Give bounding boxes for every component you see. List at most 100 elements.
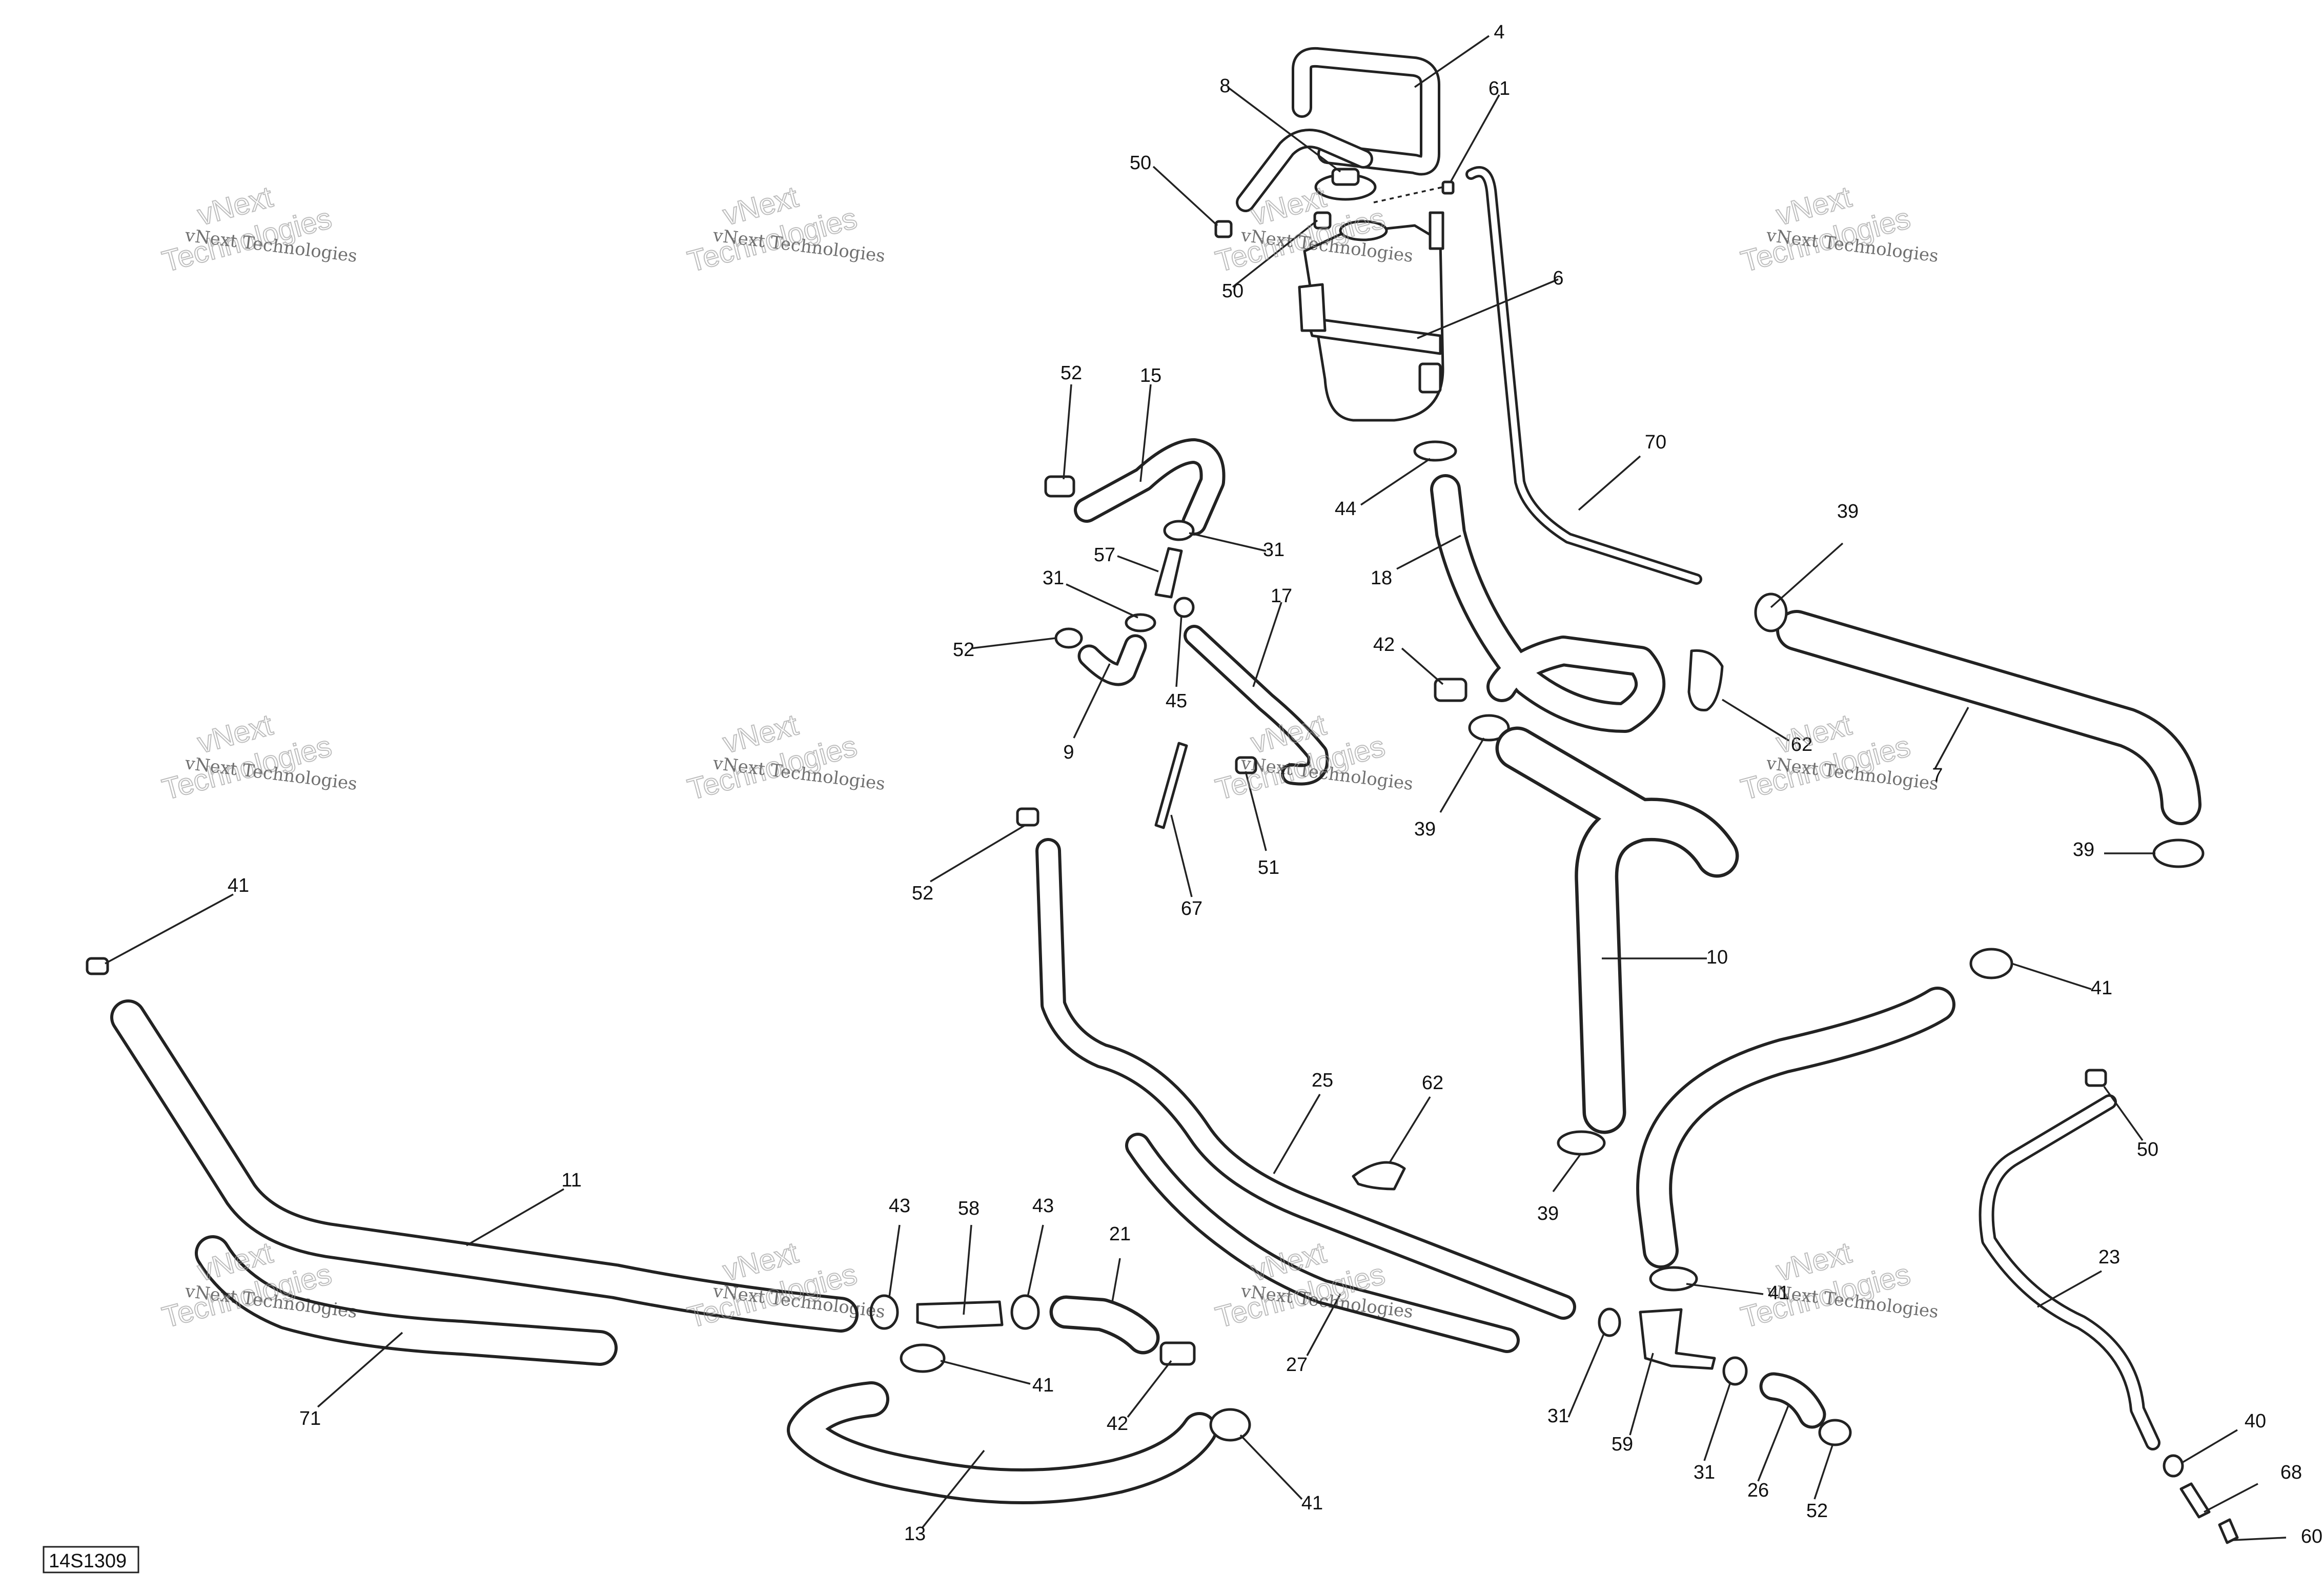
- callout-40: 40: [2245, 1410, 2266, 1432]
- part-clamp-62b: [1352, 1161, 1406, 1191]
- callout-39: 39: [1414, 819, 1436, 840]
- part-connector-60: [2218, 1518, 2239, 1544]
- callout-18: 18: [1371, 567, 1392, 589]
- leader-lines: [105, 35, 2287, 1541]
- part-hose-18: [1430, 474, 1666, 733]
- part-clamp-62a: [1687, 649, 1724, 712]
- part-clamp-43a: [869, 1294, 899, 1330]
- part-clamp-39c: [1557, 1130, 1606, 1156]
- callout-23: 23: [2098, 1246, 2120, 1268]
- part-elbow-21: [1049, 1295, 1160, 1355]
- callout-39: 39: [1537, 1203, 1559, 1224]
- callout-21: 21: [1109, 1223, 1131, 1245]
- callout-50: 50: [1130, 152, 1151, 174]
- part-pipe-10: [1495, 726, 1739, 1134]
- callout-26: 26: [1747, 1480, 1769, 1501]
- callout-8: 8: [1219, 75, 1230, 97]
- callout-61: 61: [1489, 78, 1510, 99]
- part-hose-15: [1074, 438, 1226, 536]
- callout-labels: 4 8 61 50 50 6 52 15 31 57 31 17 52 45 9…: [228, 22, 2322, 1547]
- part-clamp-44: [1413, 440, 1457, 462]
- callout-43: 43: [1032, 1195, 1054, 1217]
- callout-31: 31: [1547, 1405, 1569, 1427]
- watermark-6: vNext Technologies: [684, 707, 861, 807]
- part-hose-27: [1125, 1133, 1520, 1353]
- callout-9: 9: [1063, 742, 1074, 763]
- part-hose-11: [110, 999, 859, 1333]
- part-hose-17: [1184, 625, 1329, 786]
- callout-27: 27: [1286, 1354, 1308, 1376]
- callout-31: 31: [1263, 539, 1285, 561]
- callout-70: 70: [1645, 432, 1666, 453]
- part-clamp-41e: [1209, 1408, 1251, 1442]
- part-clamp-52b: [1054, 627, 1083, 649]
- part-clamp-52d: [1818, 1419, 1852, 1446]
- callout-52: 52: [912, 883, 933, 904]
- part-pressure-cap: [1314, 168, 1377, 201]
- part-tee-59: [1639, 1308, 1716, 1370]
- diagram-ref-code: 14S1309: [49, 1550, 127, 1572]
- callout-41: 41: [1768, 1282, 1789, 1304]
- callout-39: 39: [2073, 839, 2094, 861]
- callout-62: 62: [1791, 734, 1812, 755]
- callout-71: 71: [299, 1408, 321, 1429]
- diagram-ref-box: 14S1309: [43, 1546, 139, 1573]
- part-hose-7: [1776, 610, 2201, 825]
- watermark-2: vNext Technologies: [684, 179, 861, 279]
- watermark-1: vNext Technologies: [158, 179, 336, 279]
- part-clamp-31c: [1598, 1307, 1621, 1337]
- callout-52: 52: [1061, 362, 1082, 384]
- part-clamp-52a: [1044, 475, 1075, 498]
- part-clamp-41d: [900, 1343, 946, 1373]
- part-hose-curved-right: [1636, 987, 1955, 1269]
- callout-42: 42: [1373, 634, 1395, 656]
- part-clamp-42b: [1159, 1341, 1196, 1366]
- callout-10: 10: [1706, 947, 1728, 968]
- part-fitting-61: [1441, 180, 1455, 195]
- callout-68: 68: [2280, 1462, 2302, 1483]
- watermark-8: vNext Technologies: [1737, 707, 1914, 807]
- part-clamp-43b: [1010, 1294, 1040, 1330]
- part-clamp-39b: [1754, 592, 1788, 632]
- part-hose-71: [195, 1235, 618, 1366]
- callout-44: 44: [1335, 498, 1356, 520]
- callout-7: 7: [1932, 765, 1943, 786]
- callout-51: 51: [1258, 857, 1279, 878]
- callout-62: 62: [1422, 1072, 1443, 1094]
- callout-25: 25: [1312, 1070, 1333, 1091]
- part-elbow-26: [1759, 1372, 1826, 1429]
- part-clamp-50b: [1313, 211, 1332, 230]
- callout-45: 45: [1166, 690, 1187, 712]
- part-clamp-41a: [1969, 948, 2013, 979]
- part-fitting-57: [1154, 547, 1195, 618]
- callout-39: 39: [1837, 501, 1859, 522]
- callout-31: 31: [1043, 567, 1064, 589]
- part-coolant-reservoir: [1298, 211, 1444, 422]
- part-clamp-42a: [1434, 678, 1467, 702]
- callout-4: 4: [1494, 22, 1504, 43]
- part-clamp-52c: [1016, 807, 1039, 827]
- part-hose-25: [1035, 838, 1576, 1320]
- part-clamp-50c: [2085, 1069, 2107, 1087]
- part-elbow-9: [1077, 634, 1147, 686]
- parts-layer: [86, 47, 2239, 1544]
- callout-41: 41: [1301, 1492, 1323, 1514]
- callout-17: 17: [1271, 585, 1292, 607]
- part-clamp-50a: [1214, 220, 1233, 238]
- part-clamp-41b: [1649, 1266, 1698, 1292]
- watermark-7: vNext Technologies: [1212, 707, 1389, 807]
- part-hose-23: [1979, 1094, 2160, 1450]
- part-tee-58: [916, 1300, 1004, 1329]
- part-clamp-39a: [1468, 714, 1510, 742]
- callout-52: 52: [1806, 1500, 1828, 1522]
- part-clamp-31a: [1163, 520, 1195, 541]
- part-clamp-31d: [1722, 1356, 1748, 1386]
- part-overflow-hose-loop: [1292, 47, 1440, 176]
- callout-60: 60: [2301, 1526, 2322, 1547]
- part-hose-13: [787, 1381, 1217, 1504]
- part-tie-strap-67: [1154, 742, 1188, 829]
- callout-13: 13: [904, 1523, 926, 1545]
- callout-6: 6: [1553, 268, 1563, 289]
- callout-42: 42: [1107, 1413, 1128, 1435]
